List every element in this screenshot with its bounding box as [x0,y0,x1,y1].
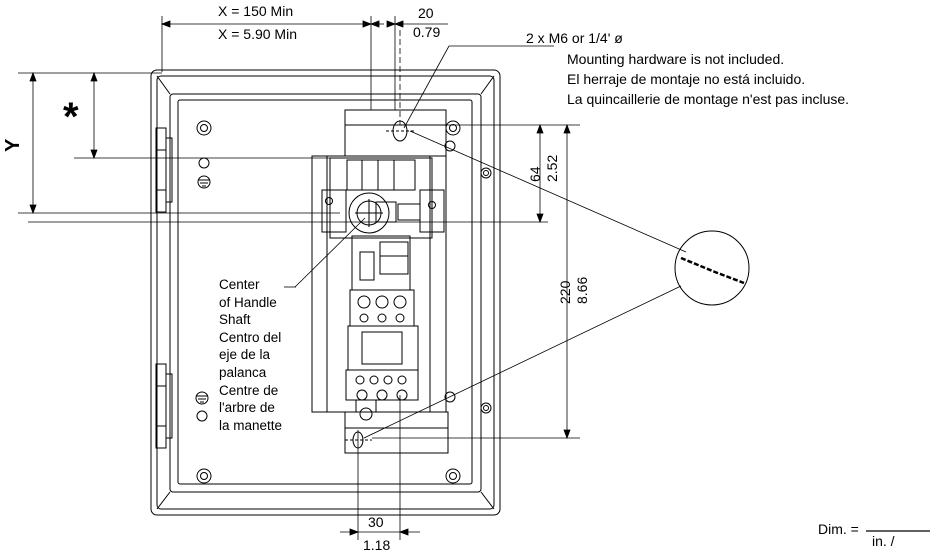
handle-note-line: Centre de [219,382,279,398]
x-dimension-metric: X = 150 Min [218,3,294,19]
mounting-plate [177,99,473,485]
hinge-top-icon [155,127,173,213]
y-dimension-label: Y [2,138,24,152]
ground-symbol-icon [197,175,211,189]
detail-magnifier-icon [674,230,750,306]
handle-note-line: Centro del [219,329,282,345]
long-vertical-metric: 220 [557,280,573,304]
hardware-note-en: Mounting hardware is not included. [567,51,785,67]
disconnect-switch-icon [321,157,445,239]
short-vertical-imperial: 2.52 [544,154,560,182]
hardware-note-fr: La quincaillerie de montage n'est pas in… [567,91,850,107]
asterisk-dimension-label: * [63,95,79,139]
x-dimension-imperial: X = 5.90 Min [218,26,297,42]
handle-note-line: eje de la [219,347,271,363]
corner-screw-icon [196,120,492,484]
handle-note-line: palanca [219,364,267,380]
dim-units-prefix: Dim. = [818,521,859,537]
top-offset-imperial: 0.79 [413,24,441,40]
bottom-offset-imperial: 1.18 [363,537,391,553]
hardware-spec-label: 2 x M6 or 1/4' ø [526,30,623,46]
short-vertical-metric: 64 [527,166,543,182]
enclosure-inner-frame [169,93,482,493]
dim-units-denominator: in. / [872,533,895,549]
bottom-offset-metric: 30 [368,514,384,530]
handle-note-line: Shaft [219,312,251,328]
din-mounting-plate [326,109,449,454]
handle-shaft-note: Center of Handle Shaft Centro del eje de… [219,276,282,434]
enclosure-outer-frame [150,69,501,516]
hardware-note-es: El herraje de montaje no está incluido. [567,71,806,87]
ground-symbol-icon [195,391,209,405]
handle-note-line: la manette [219,417,283,433]
hinge-bottom-icon [155,363,173,449]
long-vertical-imperial: 8.66 [574,276,590,304]
handle-note-line: l'arbre de [219,400,275,416]
handle-note-line: of Handle [219,294,277,310]
top-offset-metric: 20 [418,5,434,21]
enclosure-bevel-frame [156,75,495,510]
handle-note-line: Center [219,277,260,292]
contactor-icon [345,235,419,421]
keyhole-slot-bottom-icon [345,431,372,449]
